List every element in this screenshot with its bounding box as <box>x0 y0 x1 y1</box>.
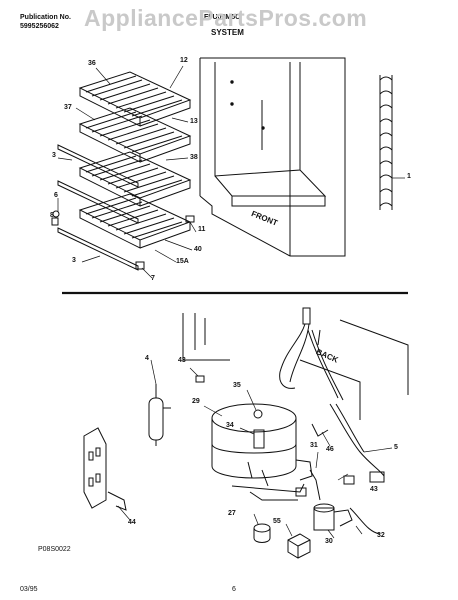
shelf-3 <box>78 151 192 207</box>
evaporator-coil <box>379 75 393 210</box>
shelf-1 <box>78 71 192 127</box>
callout-36: 36 <box>88 60 96 67</box>
callout-11: 11 <box>198 226 206 233</box>
drain-fitting <box>309 469 381 535</box>
callout-32: 32 <box>377 532 385 539</box>
upper-leader-lines <box>57 65 405 279</box>
callout-37: 37 <box>64 104 72 111</box>
publication-number: 5995256062 <box>20 23 59 30</box>
watermark: AppliancePartsPros.com <box>84 5 368 31</box>
callout-3-upper: 3 <box>52 152 56 159</box>
cord-clip <box>343 475 355 485</box>
relay-assembly <box>253 429 313 497</box>
callout-5: 5 <box>394 444 398 451</box>
figure-code: P08S0022 <box>38 546 71 553</box>
callout-29: 29 <box>192 398 200 405</box>
shelf-support <box>51 217 59 226</box>
refrigerant-tubing <box>279 307 344 401</box>
callout-12: 12 <box>180 57 188 64</box>
wall-outlet <box>83 427 127 511</box>
callout-13: 13 <box>190 118 198 125</box>
shelf-4 <box>78 193 192 249</box>
callout-43-lower: 43 <box>370 486 378 493</box>
callout-35: 35 <box>233 382 241 389</box>
callout-55: 55 <box>273 518 281 525</box>
callout-40: 40 <box>194 246 202 253</box>
grommet <box>253 523 271 543</box>
filter-drier <box>148 384 171 446</box>
callout-43-upper: 43 <box>178 357 186 364</box>
callout-31: 31 <box>310 442 318 449</box>
callout-15a: 15A <box>176 258 189 265</box>
callout-38: 38 <box>190 154 198 161</box>
connector-block <box>287 533 311 559</box>
shelf-screw <box>135 261 145 270</box>
publication-label: Publication No. <box>20 14 71 21</box>
shelf-2 <box>78 107 192 163</box>
callout-27: 27 <box>228 510 236 517</box>
compressor-screw <box>253 409 263 419</box>
shelf-trim-strips <box>57 144 139 271</box>
callout-4: 4 <box>145 355 149 362</box>
clamp <box>311 423 329 437</box>
power-cord <box>329 403 385 483</box>
cabinet-outline <box>199 57 346 257</box>
callout-46: 46 <box>326 446 334 453</box>
tube-clip <box>195 375 205 383</box>
callout-6: 6 <box>54 192 58 199</box>
callout-7: 7 <box>151 275 155 282</box>
machine-compartment <box>182 313 409 420</box>
page-number: 6 <box>232 586 236 593</box>
callout-30: 30 <box>325 538 333 545</box>
shelf-clip <box>52 210 60 218</box>
wire-shelves <box>78 71 192 249</box>
footer-date: 03/95 <box>20 586 38 593</box>
section-title: SYSTEM <box>211 28 244 37</box>
model-number: FFU09M5C <box>204 14 241 21</box>
callout-3-lower: 3 <box>72 257 76 264</box>
callout-34: 34 <box>226 422 234 429</box>
callout-8: 8 <box>50 212 54 219</box>
callout-1: 1 <box>407 173 411 180</box>
callout-44: 44 <box>128 519 136 526</box>
lower-leader-lines <box>117 359 393 539</box>
